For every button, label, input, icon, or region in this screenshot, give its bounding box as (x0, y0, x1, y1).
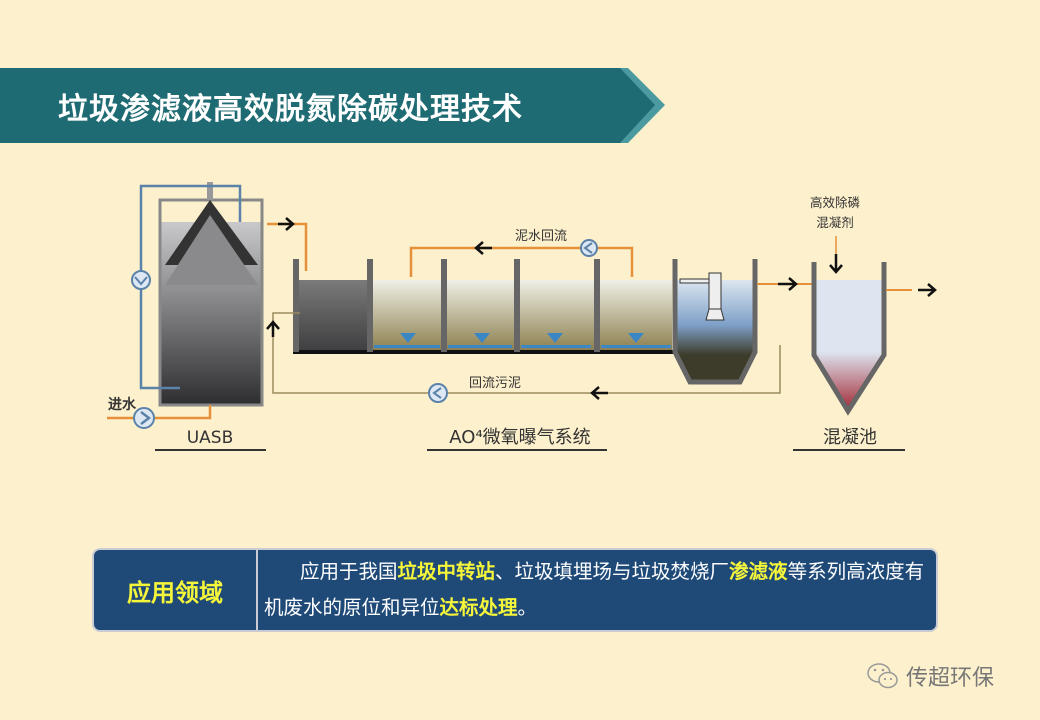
mud-return-label: 泥水回流 (515, 229, 567, 244)
highlight: 渗滤液 (729, 560, 788, 583)
arrow-right-icon (278, 217, 295, 231)
pump-icon (428, 383, 448, 403)
wechat-icon (867, 663, 898, 689)
page-title: 垃圾渗滤液高效脱氮除碳处理技术 (58, 92, 523, 127)
uasb-recycle-pipe (139, 184, 242, 390)
uasb-outflow-pipe (267, 222, 308, 271)
application-text: 应用于我国垃圾中转站、垃圾填埋场与垃圾焚烧厂渗滤液等系列高浓度有机废水的原位和异… (258, 550, 936, 630)
arrow-right-icon (918, 283, 937, 297)
uasb-label: UASB (187, 428, 234, 448)
application-label: 应用领域 (94, 550, 258, 630)
inlet-label: 进水 (108, 396, 137, 413)
ao-system-label: AO⁴微氧曝气系统 (449, 427, 590, 448)
text-segment: 等系列高浓度有机废水的原位和异位 (264, 560, 925, 619)
uasb-reactor (158, 182, 264, 407)
pump-icon (133, 407, 155, 429)
coag-tank-label: 混凝池 (823, 427, 877, 448)
text-segment: 。 (517, 596, 538, 619)
process-diagram: 进水 UASB 泥水回流 回流污泥 AO⁴微氧曝气系统 高效除磷 混凝剂 混凝池 (107, 182, 937, 451)
pump-icon (131, 270, 151, 290)
watermark-text: 传超环保 (906, 666, 995, 691)
arrow-up-icon (266, 320, 280, 337)
watermark: 传超环保 (866, 660, 994, 692)
chemical-label-1: 高效除磷 (810, 195, 861, 210)
arrow-down-icon (829, 254, 843, 274)
pump-icon (580, 239, 598, 257)
arrow-left-icon (590, 386, 608, 400)
banner-shape (0, 68, 665, 143)
text-segment: 、垃圾填埋场与垃圾焚烧厂 (495, 560, 730, 583)
text-segment: 应用于我国 (300, 560, 398, 583)
sludge-return-pipe (272, 312, 781, 394)
application-panel: 应用领域 应用于我国垃圾中转站、垃圾填埋场与垃圾焚烧厂渗滤液等系列高浓度有机废水… (92, 548, 938, 632)
title-banner: 垃圾渗滤液高效脱氮除碳处理技术 (0, 68, 665, 143)
highlight: 垃圾中转站 (397, 560, 496, 583)
ao-tanks (293, 259, 673, 354)
chemical-label-2: 混凝剂 (816, 215, 854, 230)
highlight: 达标处理 (439, 596, 518, 619)
arrow-left-icon (474, 241, 492, 255)
arrow-right-icon (778, 277, 798, 291)
clarifier-tank (672, 259, 758, 385)
sludge-return-label: 回流污泥 (469, 376, 521, 391)
coagulation-tank (811, 262, 887, 416)
mud-water-return-pipe (409, 246, 634, 277)
